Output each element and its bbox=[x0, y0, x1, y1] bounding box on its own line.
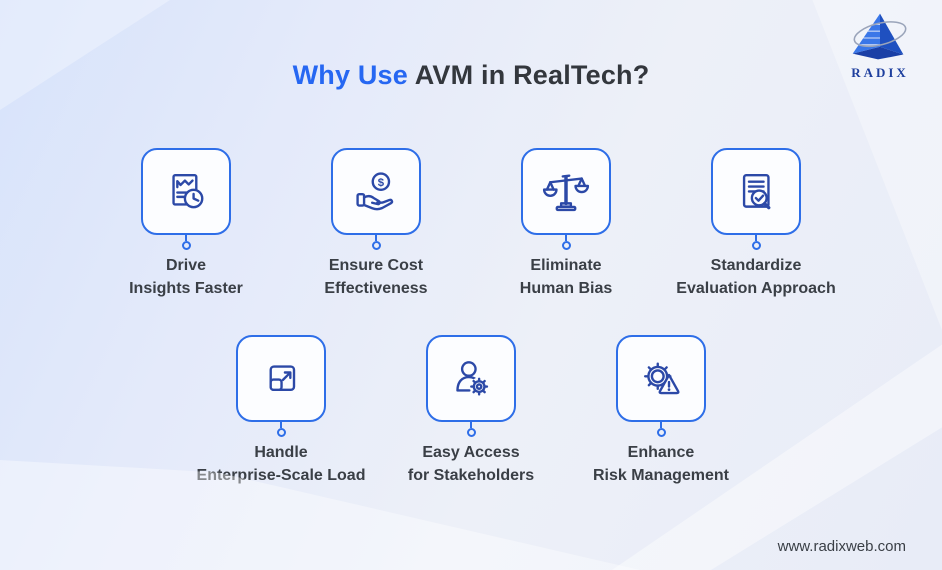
connector-dot bbox=[751, 241, 761, 250]
connector bbox=[656, 422, 666, 438]
feature-card bbox=[521, 148, 611, 235]
hand-dollar-icon: $ bbox=[356, 171, 394, 210]
connector-dot bbox=[371, 241, 381, 250]
connector bbox=[181, 235, 191, 251]
radix-brand-text: RADIX bbox=[851, 65, 909, 80]
balance-scale-icon bbox=[542, 173, 590, 211]
connector-dot bbox=[181, 241, 191, 250]
document-magnifier-check-icon bbox=[742, 173, 771, 209]
document-chart-clock-icon bbox=[172, 173, 204, 208]
page-title: Why Use AVM in RealTech? bbox=[0, 0, 942, 92]
connector bbox=[751, 235, 761, 251]
radix-pyramid-icon bbox=[852, 13, 907, 60]
gear-warning-icon bbox=[643, 362, 680, 394]
title-rest: AVM in RealTech? bbox=[408, 60, 650, 90]
feature-card bbox=[616, 335, 706, 422]
svg-text:$: $ bbox=[378, 176, 385, 188]
connector bbox=[276, 422, 286, 438]
person-gear-icon bbox=[456, 360, 489, 396]
connector-dot bbox=[561, 241, 571, 250]
feature-card bbox=[141, 148, 231, 235]
feature-card bbox=[236, 335, 326, 422]
feature-card bbox=[426, 335, 516, 422]
connector bbox=[561, 235, 571, 251]
title-highlight: Why Use bbox=[292, 60, 408, 90]
connector bbox=[466, 422, 476, 438]
connector bbox=[371, 235, 381, 251]
expand-arrows-icon bbox=[269, 364, 296, 391]
connector-dot bbox=[276, 428, 286, 437]
website-url: www.radixweb.com bbox=[777, 538, 906, 555]
feature-card bbox=[711, 148, 801, 235]
radix-logo: RADIX bbox=[836, 10, 924, 81]
connector-dot bbox=[656, 428, 666, 437]
connector-dot bbox=[466, 428, 476, 437]
feature-card: $ bbox=[331, 148, 421, 235]
